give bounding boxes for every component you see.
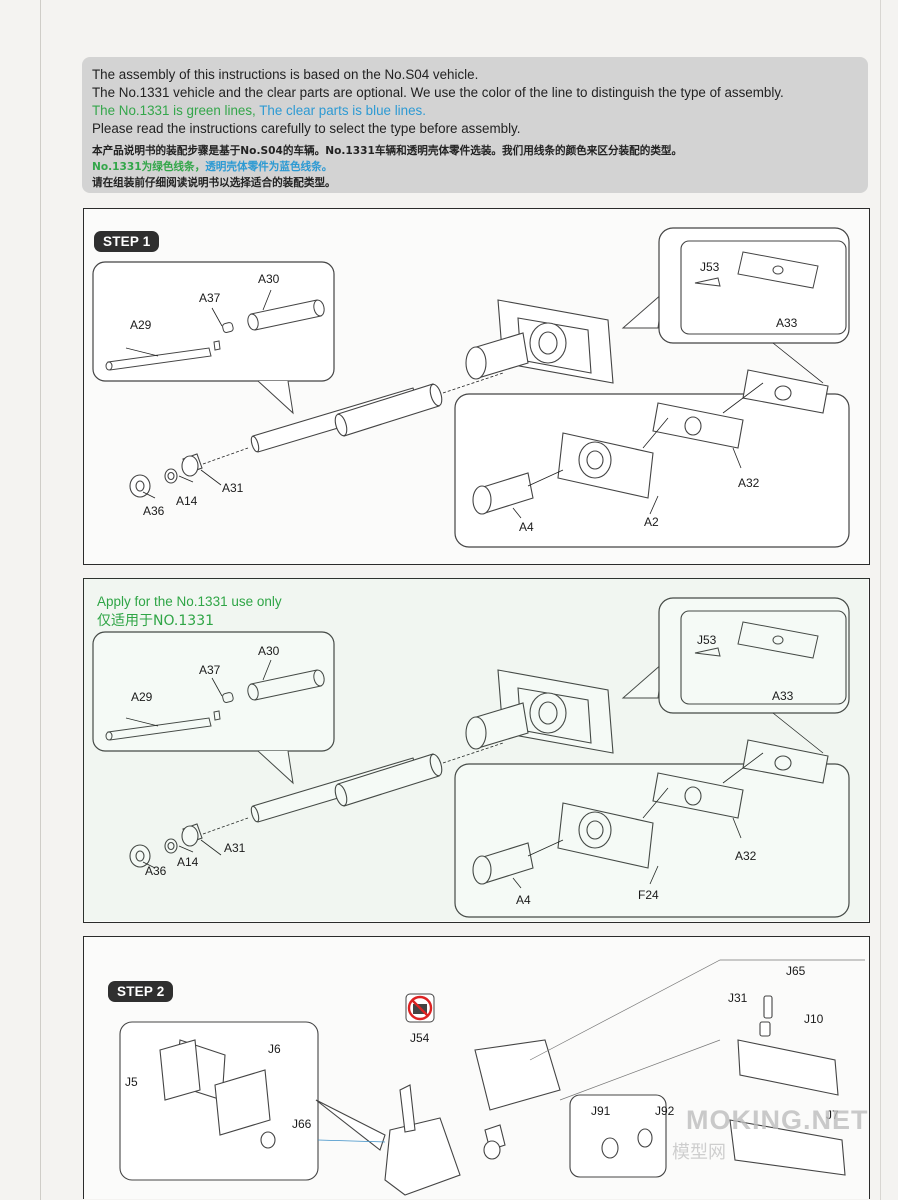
alt-part-label-j53: J53	[697, 633, 717, 647]
note-cn-blue: 透明壳体零件为蓝色线条。	[205, 161, 333, 173]
watermark-text: MOKING.NET	[686, 1105, 869, 1135]
assembly-notes-box: The assembly of this instructions is bas…	[82, 57, 868, 193]
note-blue-lines: The clear parts is blue lines.	[255, 103, 426, 118]
note-cn-line-2: No.1331为绿色线条，透明壳体零件为蓝色线条。	[92, 159, 332, 174]
note-cn-line-3: 请在组装前仔细阅读说明书以选择适合的装配类型。	[92, 177, 336, 189]
note-cn-line-1: 本产品说明书的装配步骤是基于No.S04的车辆。No.1331车辆和透明壳体零件…	[92, 145, 683, 157]
part-label-j92: J92	[655, 1104, 675, 1118]
note-line-4: Please read the instructions carefully t…	[92, 121, 521, 136]
part-label-a29: A29	[130, 318, 152, 332]
note-line-3: The No.1331 is green lines, The clear pa…	[92, 103, 426, 118]
watermark-text-cn: 模型网	[672, 1142, 726, 1163]
alt-part-label-a33: A33	[772, 689, 794, 703]
alt-part-label-a32: A32	[735, 849, 757, 863]
step1-badge: STEP 1	[94, 231, 160, 252]
note-line-2: The No.1331 vehicle and the clear parts …	[92, 85, 784, 100]
part-label-a2: A2	[644, 515, 659, 529]
page-fold-line	[40, 0, 41, 1200]
alt-part-label-a31: A31	[224, 841, 246, 855]
no-glue-icon	[405, 993, 435, 1023]
part-label-j10: J10	[804, 1012, 824, 1026]
part-label-j54: J54	[410, 1031, 430, 1045]
alt-part-label-f24: F24	[638, 888, 659, 902]
part-label-a37: A37	[199, 291, 221, 305]
part-label-a31: A31	[222, 481, 244, 495]
part-label-a30: A30	[258, 272, 280, 286]
alt-part-label-a30: A30	[258, 644, 280, 658]
part-label-a32: A32	[738, 476, 760, 490]
note-line-1: The assembly of this instructions is bas…	[92, 67, 479, 82]
part-label-j65: J65	[786, 964, 806, 978]
alt-part-label-a14: A14	[177, 855, 199, 869]
part-label-j31: J31	[728, 991, 748, 1005]
step2-badge: STEP 2	[108, 981, 174, 1002]
part-label-j6: J6	[268, 1042, 281, 1056]
part-label-j7: J7	[826, 1108, 839, 1122]
part-label-j91: J91	[591, 1104, 611, 1118]
page-edge-line	[880, 0, 881, 1200]
alt-part-label-a4: A4	[516, 893, 531, 907]
part-label-a4: A4	[519, 520, 534, 534]
part-label-a36: A36	[143, 504, 165, 518]
alt-part-label-a29: A29	[131, 690, 153, 704]
part-label-a14: A14	[176, 494, 198, 508]
note-green-lines: The No.1331 is green lines,	[92, 103, 256, 118]
apply-note-en: Apply for the No.1331 use only	[97, 594, 282, 609]
part-label-j5: J5	[125, 1075, 138, 1089]
part-label-j66: J66	[292, 1117, 312, 1131]
alt-part-label-a36: A36	[145, 864, 167, 878]
part-label-a33: A33	[776, 316, 798, 330]
note-cn-green: No.1331为绿色线条，	[92, 161, 206, 173]
alt-part-label-a37: A37	[199, 663, 221, 677]
part-label-j53: J53	[700, 260, 720, 274]
green-art	[83, 578, 868, 949]
apply-note-cn: 仅适用于NO.1331	[97, 613, 215, 629]
